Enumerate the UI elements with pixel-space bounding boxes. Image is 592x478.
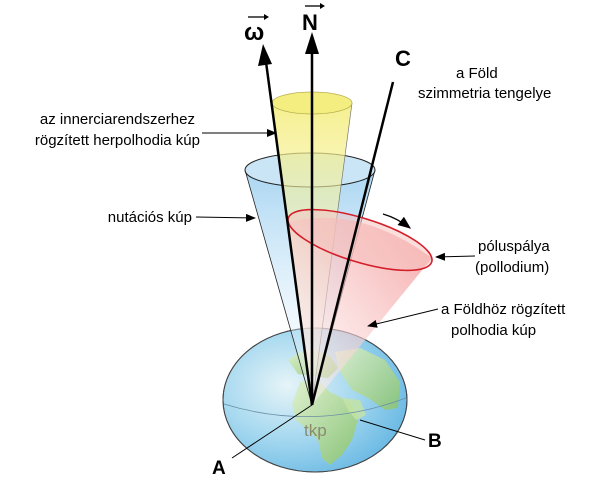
axis-labels: ω N C A B tkp — [212, 3, 442, 478]
continent-africa — [292, 380, 358, 465]
continent-asia — [335, 348, 400, 410]
polhode-label-line2: polhodia kúp — [451, 322, 536, 339]
herpolhode-label-line2: rögzített herpolhodia kúp — [35, 132, 200, 149]
b-label: B — [428, 431, 442, 452]
a-label: A — [212, 458, 226, 478]
omega-label: ω — [244, 19, 264, 46]
symmetry-axis-label-line1: a Föld — [456, 65, 498, 82]
c-axis — [310, 81, 395, 406]
equator-line — [223, 397, 407, 418]
c-label: C — [395, 46, 411, 71]
a-leader — [231, 404, 313, 459]
omega-axis — [264, 61, 314, 406]
herpolhode-label-line1: az innerciarendszerhez — [40, 111, 195, 128]
axes — [258, 32, 395, 406]
n-arrowhead — [305, 32, 319, 54]
continent-arabia — [342, 398, 366, 420]
pole-path-label-line1: póluspálya — [478, 238, 550, 255]
n-label: N — [302, 10, 318, 35]
annotations: a Föld szimmetria tengelye az innerciare… — [35, 65, 566, 339]
polhode-label-line1: a Földhöz rögzített — [441, 301, 566, 318]
tkp-label: tkp — [304, 421, 327, 440]
nutation-label: nutációs kúp — [108, 209, 192, 226]
b-leader — [359, 419, 426, 441]
symmetry-axis-label-line2: szimmetria tengelye — [418, 85, 551, 102]
pole-path-label-line2: (pollodium) — [475, 259, 549, 276]
rotation-direction-arrow — [382, 213, 412, 229]
omega-arrowhead — [258, 44, 272, 66]
